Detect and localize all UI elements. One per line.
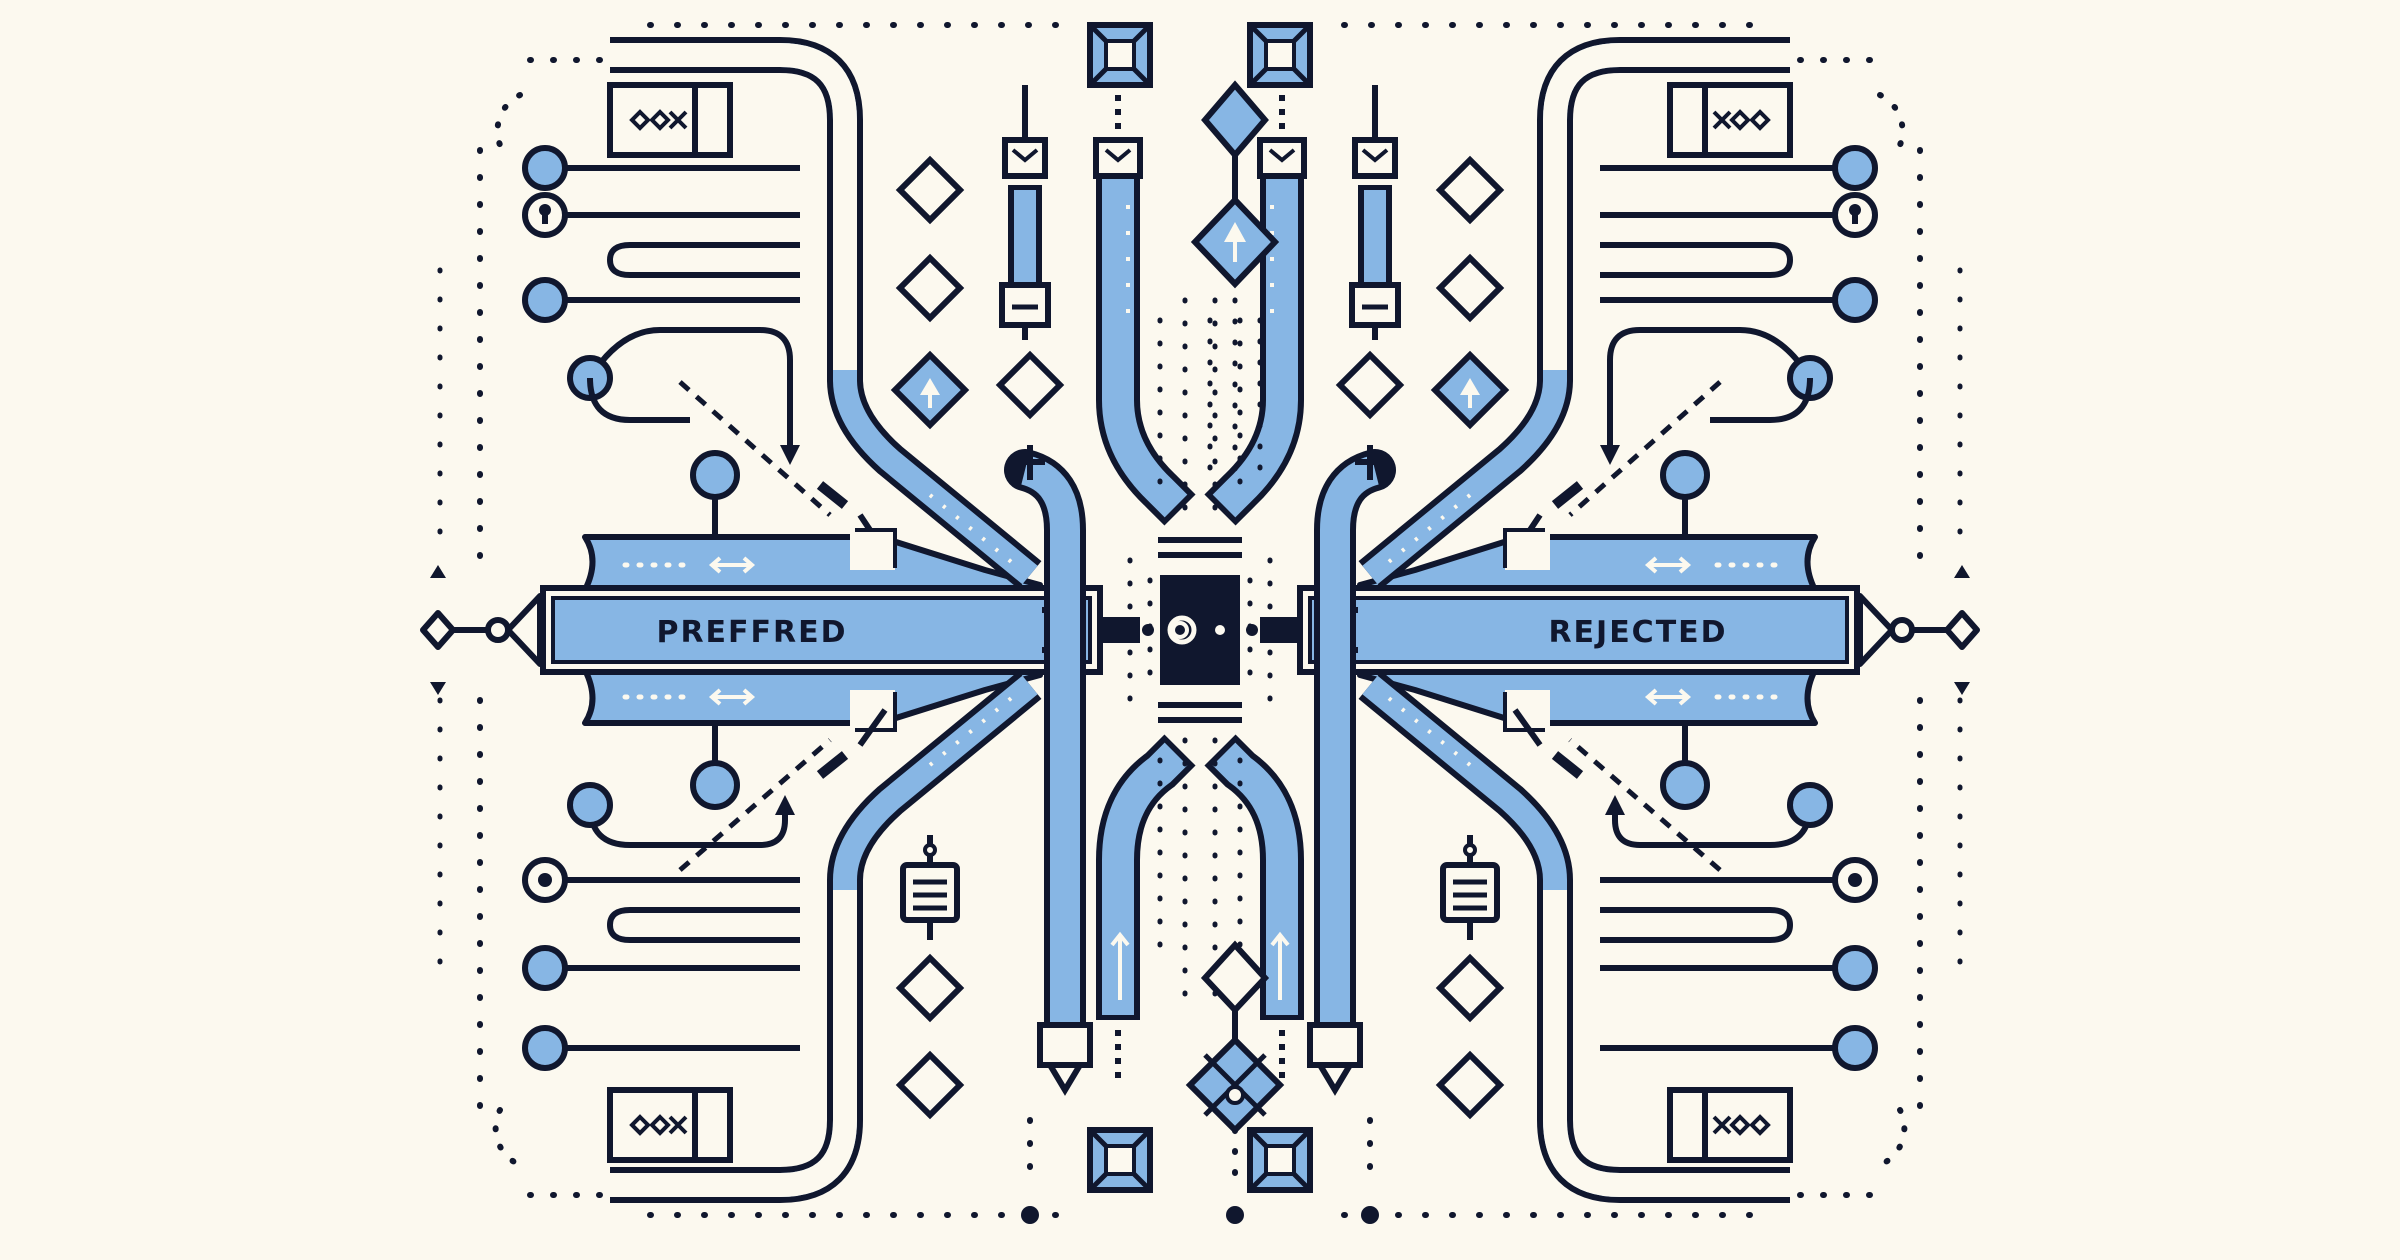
small-triangle-top: [430, 565, 446, 578]
circle-node-icon: [522, 945, 800, 991]
pipe-inner-fill: [1020, 455, 1080, 1030]
rejected-label: REJECTED: [1548, 615, 1727, 650]
circle-node-icon: [522, 277, 800, 323]
bracket-line: [606, 907, 800, 943]
circle-node-icon: [587, 377, 740, 537]
connector-cap-mark: [1011, 148, 1039, 163]
central-junction-icon: [1100, 537, 1300, 723]
arrow-down-icon: [780, 445, 800, 465]
bracket-line: [606, 242, 800, 278]
end-diamond-icon: [420, 610, 456, 650]
circle-node-icon: [522, 1025, 800, 1071]
diamond-icon: [895, 253, 965, 323]
arrow-diagonal: [857, 708, 888, 747]
left-half: [420, 22, 1196, 1224]
diamond-arrow-icon: [890, 350, 970, 430]
track-outer-top-cream: [610, 43, 857, 370]
double-arrow-icon: [708, 688, 756, 706]
dash-block: [816, 751, 849, 779]
circle-node-icon: [690, 723, 740, 810]
ring-node-icon: [522, 857, 800, 903]
frame-arc-bottom: [492, 1107, 523, 1168]
small-triangle-bottom: [430, 682, 446, 695]
terminal-dot: [1226, 1206, 1244, 1224]
card-icon: [607, 1087, 733, 1163]
terminal-dot: [1021, 1206, 1039, 1224]
dash-block: [816, 481, 849, 509]
main-bar: [551, 596, 1092, 664]
circle-node-icon: [567, 782, 788, 848]
track-dots-top: [928, 493, 1017, 567]
tag-icon: [900, 835, 960, 940]
crossed-box-icon: [1087, 1127, 1153, 1193]
card-icon: [607, 82, 733, 158]
diamond-icon: [895, 1050, 965, 1120]
pipe-center-bottom-fill: [1102, 742, 1188, 1015]
diamond-icon: [995, 350, 1065, 420]
crossed-box-icon: [1087, 22, 1153, 88]
double-arrow-icon: [708, 556, 756, 574]
track-dots-bottom: [928, 693, 1017, 767]
arrow-notch: [850, 530, 895, 570]
preferred-label: PREFFRED: [656, 615, 847, 650]
center-column: [1100, 80, 1300, 1224]
track-outer-bottom-cream: [610, 890, 857, 1197]
plug-bottom-icon: [1037, 1022, 1093, 1068]
plug-bottom-tip: [1047, 1063, 1083, 1096]
junction-dot: [1246, 624, 1258, 636]
connector-cap-mark: [1104, 148, 1132, 163]
arrow-notch-outline: [855, 528, 897, 568]
diamond-icon: [895, 953, 965, 1023]
dashed-diagonal-bottom: [678, 738, 832, 872]
dashed-diagonal-top: [678, 380, 832, 517]
circle-node-icon: [522, 145, 800, 191]
crossed-diamond-icon: [1185, 1035, 1285, 1135]
diamond-arrow-icon: [1190, 195, 1280, 289]
keyhole-node-icon: [522, 192, 800, 238]
pipe-center-top-fill: [1102, 165, 1188, 518]
double-arrow-icon: [1110, 931, 1130, 1000]
junction-dot: [1142, 624, 1154, 636]
arrow-up-icon: [775, 795, 795, 815]
diamond-icon: [895, 155, 965, 225]
